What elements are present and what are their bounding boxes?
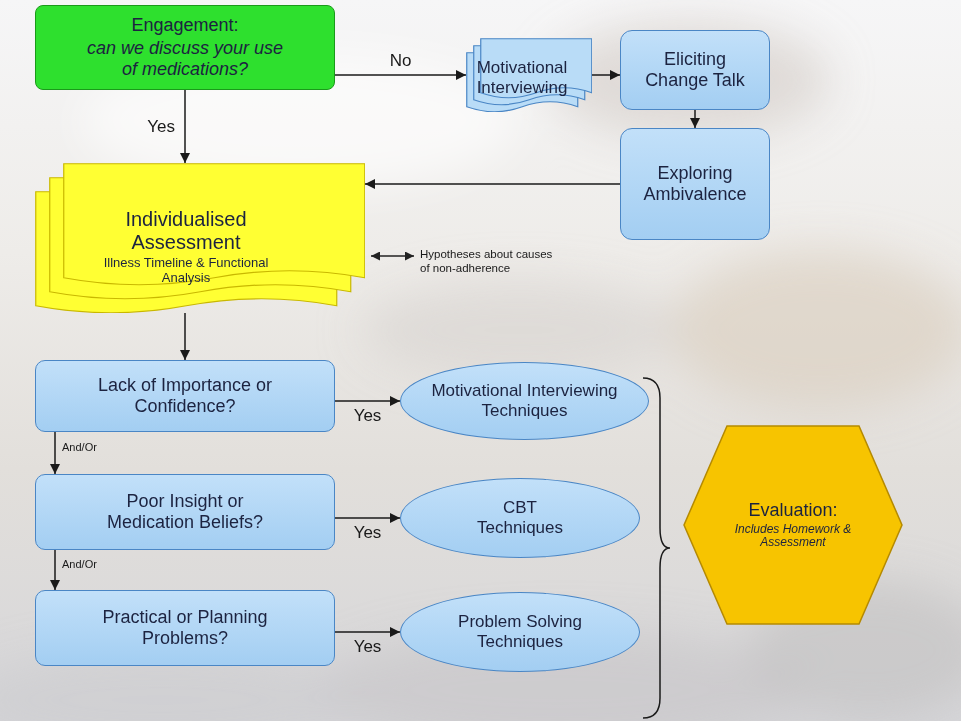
hypothesis-arrow [371, 255, 414, 256]
decision-box: Lack of Importance or Confidence? [35, 360, 335, 432]
node-text: Evaluation: [718, 500, 868, 521]
connector-arrow [335, 517, 400, 519]
text-group: Eliciting Change Talk [630, 49, 760, 90]
node-text: CBT Techniques [465, 498, 575, 537]
decision-box: Practical or Planning Problems? [35, 590, 335, 666]
technique-ellipse: CBT Techniques [400, 478, 640, 558]
node-text: Individualised Assessment [101, 208, 271, 254]
node-text: Motivational Interviewing [472, 58, 572, 97]
text-group: Evaluation:Includes Homework & Assessmen… [718, 500, 868, 550]
edge-label: Yes [354, 406, 382, 426]
annotation-note: Hypotheses about causes of non-adherence [420, 248, 555, 276]
blurred-pills [0, 20, 961, 721]
node-text: Problem Solving Techniques [450, 612, 590, 651]
edge-label: No [390, 51, 412, 71]
text-group: Engagement:can we discuss your use of me… [78, 15, 293, 79]
connector-arrow [184, 90, 186, 163]
text-group: Motivational Interviewing Techniques [423, 381, 627, 420]
process-box: Exploring Ambivalence [620, 128, 770, 240]
document-stack: Individualised AssessmentIllness Timelin… [35, 163, 365, 313]
edge-label: Yes [147, 117, 175, 137]
hexagon-outline [684, 426, 902, 624]
text-group: Practical or Planning Problems? [85, 607, 285, 648]
node-text: Illness Timeline & Functional Analysis [101, 256, 271, 286]
text-group: Lack of Importance or Confidence? [85, 375, 285, 416]
document-stack: Motivational Interviewing [466, 38, 592, 112]
node-text: Exploring Ambivalence [630, 163, 760, 204]
text-group: Individualised AssessmentIllness Timelin… [101, 208, 271, 286]
edge-label: And/Or [62, 558, 97, 571]
text-group: CBT Techniques [465, 498, 575, 537]
technique-ellipse: Problem Solving Techniques [400, 592, 640, 672]
edge-label: Yes [354, 637, 382, 657]
node-text: Lack of Importance or Confidence? [85, 375, 285, 416]
start-box: Engagement:can we discuss your use of me… [35, 5, 335, 90]
connector-arrow [335, 74, 466, 76]
connector-arrow [335, 631, 400, 633]
connector-arrow [592, 74, 620, 76]
edge-label: And/Or [62, 441, 97, 454]
node-text: Includes Homework & Assessment [718, 523, 868, 551]
connector-arrow [335, 400, 400, 402]
curly-brace [643, 378, 670, 718]
connector-arrow [54, 550, 56, 590]
node-text: can we discuss your use of medications? [78, 38, 293, 79]
text-group: Exploring Ambivalence [630, 163, 760, 204]
connector-arrow [54, 432, 56, 474]
node-text: Engagement: [78, 15, 293, 36]
connector-arrow [184, 313, 186, 360]
process-box: Eliciting Change Talk [620, 30, 770, 110]
technique-ellipse: Motivational Interviewing Techniques [400, 362, 649, 440]
node-text: Motivational Interviewing Techniques [423, 381, 627, 420]
text-group: Motivational Interviewing [472, 58, 572, 97]
node-text: Poor Insight or Medication Beliefs? [85, 491, 285, 532]
decision-box: Poor Insight or Medication Beliefs? [35, 474, 335, 550]
connector-arrow [365, 183, 620, 185]
connector-arrow [694, 110, 696, 128]
edge-label: Yes [354, 523, 382, 543]
evaluation-hexagon: Evaluation:Includes Homework & Assessmen… [683, 425, 903, 625]
text-group: Problem Solving Techniques [450, 612, 590, 651]
text-group: Poor Insight or Medication Beliefs? [85, 491, 285, 532]
node-text: Practical or Planning Problems? [85, 607, 285, 648]
node-text: Eliciting Change Talk [630, 49, 760, 90]
